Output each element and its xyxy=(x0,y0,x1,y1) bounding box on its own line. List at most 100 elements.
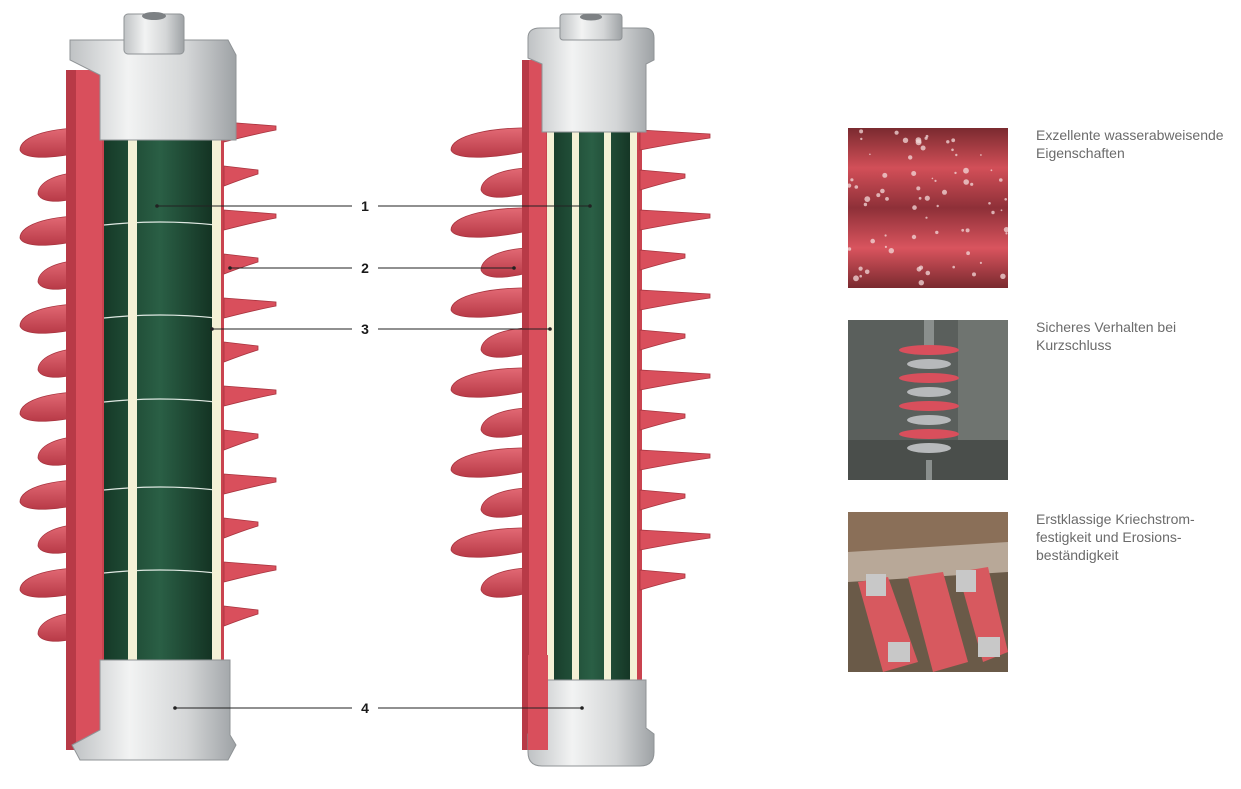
photo-short-circuit xyxy=(848,320,1008,480)
water-droplet xyxy=(854,185,859,189)
right-sheds-right-side xyxy=(639,129,711,591)
right-rod-b xyxy=(572,125,579,685)
photo-2-shed-7 xyxy=(899,429,959,439)
water-droplet xyxy=(864,269,870,275)
right-top-nut-hole xyxy=(580,13,602,21)
water-droplet xyxy=(991,210,995,215)
water-droplet xyxy=(925,270,931,276)
water-droplet xyxy=(946,140,950,144)
water-droplet xyxy=(965,228,970,233)
callout-lines xyxy=(157,205,590,709)
water-droplet xyxy=(888,248,894,254)
water-droplet xyxy=(970,182,974,186)
water-droplet xyxy=(972,272,976,277)
left-insulator-right-shed-8 xyxy=(223,429,259,451)
left-rod-a xyxy=(128,140,137,665)
water-droplet xyxy=(951,148,954,152)
water-droplet xyxy=(916,266,922,272)
photo-2-shed-6 xyxy=(907,415,951,425)
photo-2-shed-3 xyxy=(899,373,959,383)
right-insulator-right-shed-11 xyxy=(639,529,711,551)
right-insulator-right-shed-12 xyxy=(639,569,686,591)
left-insulator-right-shed-11 xyxy=(223,561,277,583)
water-droplet xyxy=(915,137,922,143)
water-droplet xyxy=(884,245,887,248)
photo-2-top-rod xyxy=(924,320,934,350)
left-insulator-right-shed-7 xyxy=(223,385,277,407)
photo-2-shed-4 xyxy=(907,387,951,397)
left-core-rings xyxy=(103,221,217,574)
left-core-ring-5 xyxy=(103,569,217,574)
right-rod-a xyxy=(547,125,554,685)
water-droplet xyxy=(908,155,913,160)
callout-number-3: 3 xyxy=(361,321,369,337)
right-insulator-right-shed-4 xyxy=(639,249,686,271)
water-droplet xyxy=(920,145,926,151)
right-insulator-right-shed-7 xyxy=(639,369,711,391)
callout-number-2: 2 xyxy=(361,260,369,276)
water-droplet xyxy=(966,251,970,256)
water-droplet xyxy=(880,188,885,194)
water-droplet xyxy=(882,172,888,178)
left-core xyxy=(104,140,216,670)
right-rod-d xyxy=(630,125,637,685)
water-droplet xyxy=(924,136,928,140)
left-insulator-right-shed-9 xyxy=(223,473,277,495)
water-droplet xyxy=(1003,227,1008,233)
left-bottom-fitting xyxy=(71,659,237,761)
left-core-ring-4 xyxy=(103,486,217,491)
right-insulator-right-shed-5 xyxy=(639,289,711,311)
photo-2-shed-2 xyxy=(907,359,951,369)
water-droplet xyxy=(963,179,969,185)
water-droplet xyxy=(885,197,889,201)
water-droplet xyxy=(999,178,1003,182)
left-core-ring-2 xyxy=(103,314,217,319)
photo-2-bottom-rod xyxy=(926,460,932,480)
left-sheds-right-side xyxy=(223,121,277,627)
left-housing-wall-shade xyxy=(66,70,76,750)
photo-2-shed-5 xyxy=(899,401,959,411)
right-insulator xyxy=(450,13,711,767)
right-insulator-right-shed-1 xyxy=(639,129,711,151)
left-core-ring-3 xyxy=(103,398,217,403)
water-droplet xyxy=(911,234,917,240)
left-insulator-right-shed-6 xyxy=(223,341,259,363)
water-droplet xyxy=(990,169,993,172)
callout-1-dot-right xyxy=(588,204,592,208)
water-droplet xyxy=(955,153,958,157)
water-droplet xyxy=(961,228,965,232)
water-droplet xyxy=(918,280,924,286)
left-core-ring-1 xyxy=(103,221,217,226)
water-droplet xyxy=(1004,198,1007,201)
callout-number-1: 1 xyxy=(361,198,369,214)
callout-3-dot-left xyxy=(210,327,214,331)
right-insulator-right-shed-8 xyxy=(639,409,686,431)
callout-dots xyxy=(155,204,592,710)
water-droplet xyxy=(935,230,939,235)
left-insulator-right-shed-4 xyxy=(223,253,259,275)
water-droplet xyxy=(864,196,871,202)
water-droplet xyxy=(925,216,928,219)
left-rod-b xyxy=(212,140,221,665)
photo-2-shed-1 xyxy=(899,345,959,355)
water-droplet xyxy=(876,193,881,198)
left-insulator-right-shed-5 xyxy=(223,297,277,319)
water-droplet xyxy=(963,167,969,174)
right-insulator-right-shed-9 xyxy=(639,449,711,471)
callout-2-dot-right xyxy=(512,266,516,270)
water-droplet xyxy=(980,154,982,156)
water-droplet xyxy=(850,178,854,182)
water-droplet xyxy=(870,238,875,244)
water-droplet xyxy=(934,179,937,182)
left-insulator-right-shed-1 xyxy=(223,121,277,143)
photo-tracking-erosion xyxy=(848,512,1008,672)
callout-2-dot-left xyxy=(228,266,232,270)
left-insulator-right-shed-3 xyxy=(223,209,277,231)
water-droplet xyxy=(853,275,859,282)
left-top-fitting xyxy=(69,39,237,141)
water-droplet xyxy=(848,183,852,188)
water-droplets xyxy=(848,129,1008,286)
left-insulator xyxy=(19,12,277,761)
water-droplet xyxy=(916,186,921,191)
